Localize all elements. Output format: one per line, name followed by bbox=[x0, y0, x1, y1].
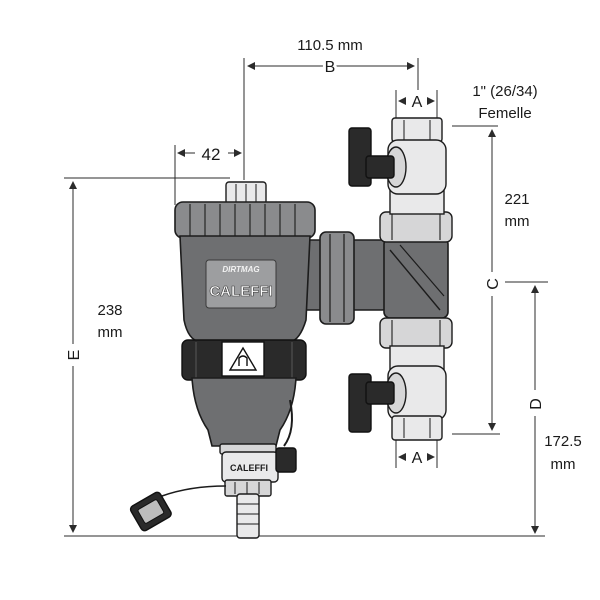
dim-42-label: 42 bbox=[202, 145, 221, 164]
brand-logo-top: DIRTMAG bbox=[222, 265, 259, 274]
valve-assembly bbox=[289, 117, 453, 441]
dim-238-unit: mm bbox=[98, 324, 123, 341]
dim-1725-value: 172.5 bbox=[544, 433, 582, 450]
dim-c-letter: C bbox=[485, 278, 502, 290]
dimension-lines bbox=[64, 58, 548, 537]
lower-ball-valve bbox=[348, 365, 447, 441]
dim-a-top: A bbox=[412, 94, 423, 111]
dim-b-value: 110.5 mm bbox=[297, 37, 363, 54]
dim-e-letter: E bbox=[66, 350, 83, 361]
dim-238-value: 238 bbox=[97, 302, 122, 319]
dim-a-bottom: A bbox=[412, 450, 423, 467]
dim-b-letter: B bbox=[325, 59, 336, 76]
dim-d-letter: D bbox=[528, 398, 545, 410]
dimension-text: 110.5 mm B 42 A A 1" (26/34) Femelle 221… bbox=[66, 37, 582, 473]
dim-1725-unit: mm bbox=[551, 456, 576, 473]
dim-221-unit: mm bbox=[505, 213, 530, 230]
connection-type: Femelle bbox=[478, 105, 531, 122]
dim-221-value: 221 bbox=[504, 191, 529, 208]
connection-size: 1" (26/34) bbox=[472, 83, 537, 100]
upper-ball-valve bbox=[348, 117, 447, 195]
dirt-separator-body: DIRTMAG CALEFFI CALEFFI bbox=[129, 181, 316, 539]
brand-logo: CALEFFI bbox=[209, 283, 272, 300]
valve-brand: CALEFFI bbox=[230, 463, 268, 473]
